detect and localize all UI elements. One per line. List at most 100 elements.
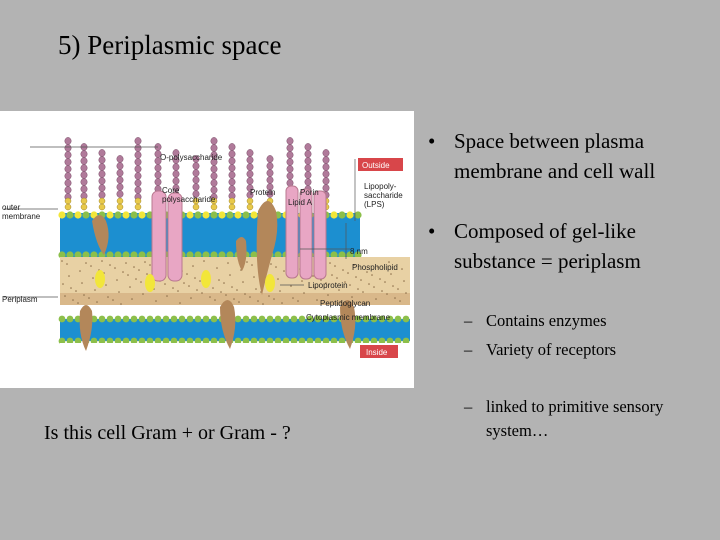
lps-sugar (99, 170, 105, 177)
lps-sugar (267, 155, 273, 162)
periplasm-particle (166, 295, 168, 297)
core-sugar (247, 204, 253, 210)
core-sugar (117, 198, 123, 204)
label-lipid-a: Lipid A (288, 198, 313, 207)
lps-sugar (247, 163, 253, 170)
periplasm-particle (179, 302, 181, 304)
periplasm-particle (212, 287, 214, 289)
lipid-head (58, 211, 65, 218)
periplasm-particle (362, 291, 364, 293)
lipid-head (115, 316, 122, 323)
lps-sugar (287, 158, 293, 165)
lps-sugar (155, 164, 161, 171)
lps-sugar (287, 165, 293, 172)
periplasm-particle (327, 294, 329, 296)
lps-sugar (267, 169, 273, 176)
slide-title: 5) Periplasmic space (58, 30, 281, 61)
lipid-head (259, 316, 266, 323)
lps-sugar (287, 144, 293, 151)
periplasm-particle (316, 299, 318, 301)
periplasm-particle (72, 299, 74, 301)
periplasm-particle (201, 292, 203, 294)
periplasm-particle (375, 298, 377, 300)
lps-sugar (211, 186, 217, 193)
lps-sugar (287, 137, 293, 144)
label-phospholipid: Phospholipid (352, 263, 398, 272)
lipid-head (235, 316, 242, 323)
core-sugar (99, 204, 105, 210)
periplasm-particle (386, 293, 388, 295)
lipid-head (354, 211, 361, 218)
lipid-head (114, 211, 121, 218)
lps-sugar (135, 144, 141, 151)
periplasm-particle (88, 297, 90, 299)
periplasm-particle (342, 269, 344, 271)
core-sugar (81, 204, 87, 210)
periplasm-particle (290, 285, 292, 287)
question-text: Is this cell Gram + or Gram - ? (44, 422, 291, 445)
lipid-head (123, 316, 130, 323)
periplasm-particle (368, 283, 370, 285)
label-lps-3: (LPS) (364, 200, 385, 209)
lipid-head (330, 211, 337, 218)
lps-sugar (135, 137, 141, 144)
lipid-head (250, 211, 257, 218)
lps-sugar (229, 178, 235, 185)
core-sugar (99, 198, 105, 204)
periplasm-particle (360, 279, 362, 281)
lps-sugar (117, 155, 123, 162)
lps-sugar (99, 149, 105, 156)
periplasm-particle (142, 293, 144, 295)
lipid-head (99, 316, 106, 323)
lps-sugar (135, 165, 141, 172)
lps-sugar (117, 162, 123, 169)
periplasm-particle (216, 267, 218, 269)
periplasm-particle (347, 272, 349, 274)
periplasm-particle (334, 265, 336, 267)
lps-sugar (305, 164, 311, 171)
periplasm-particle (401, 268, 403, 270)
core-sugar (193, 204, 199, 210)
lps-sugar (117, 183, 123, 190)
periplasm-particle (270, 263, 272, 265)
periplasm-particle (384, 281, 386, 283)
lipid-head (186, 211, 193, 218)
periplasm-particle (183, 282, 185, 284)
lipid-head (202, 211, 209, 218)
periplasm-particle (92, 277, 94, 279)
lps-sugar (135, 172, 141, 179)
lipid-head (211, 316, 218, 323)
periplasm-particle (122, 271, 124, 273)
periplasm-particle (75, 290, 77, 292)
lps-sugar (135, 151, 141, 158)
bullet-dot: • (424, 216, 454, 276)
lps-sugar (193, 162, 199, 169)
periplasm-particle (144, 261, 146, 263)
periplasm-particle (281, 302, 283, 304)
sub-bullet-item: – Variety of receptors (464, 338, 666, 362)
periplasm-particle (399, 300, 401, 302)
periplasm-particle (246, 261, 248, 263)
periplasm-particle (118, 291, 120, 293)
periplasm-particle (214, 299, 216, 301)
label-porin: Porin (300, 188, 319, 197)
lps-sugar (81, 178, 87, 185)
lps-sugar (305, 171, 311, 178)
periplasm-particle (244, 293, 246, 295)
periplasm-particle (390, 273, 392, 275)
lipid-head (203, 316, 210, 323)
periplasm-particle (351, 296, 353, 298)
periplasm-particle (196, 289, 198, 291)
lps-sugar (99, 156, 105, 163)
periplasm-particle (62, 283, 64, 285)
lipid-head (147, 316, 154, 323)
sub-bullet-dash: – (464, 338, 486, 362)
lps-sugar (65, 165, 71, 172)
lipid-head (130, 211, 137, 218)
lipid-head (138, 211, 145, 218)
periplasm-particle (101, 260, 103, 262)
lps-sugar (65, 137, 71, 144)
periplasm-particle (349, 284, 351, 286)
periplasm-particle (116, 279, 118, 281)
core-sugar (81, 198, 87, 204)
